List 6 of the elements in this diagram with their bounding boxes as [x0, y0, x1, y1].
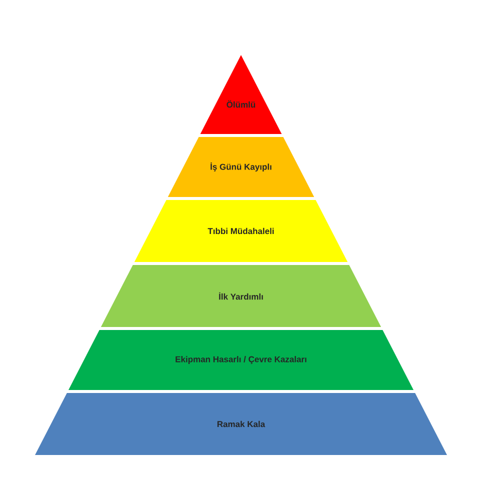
pyramid-level: İş Günü Kayıplı	[168, 137, 314, 197]
pyramid-level: İlk Yardımlı	[100, 265, 382, 327]
pyramid-level: Ramak Kala	[35, 393, 447, 455]
pyramid-level: Tıbbi Müdahaleli	[134, 200, 348, 262]
pyramid-level: Ekipman Hasarlı / Çevre Kazaları	[68, 330, 414, 390]
pyramid-level: Ölümlü	[200, 55, 282, 134]
